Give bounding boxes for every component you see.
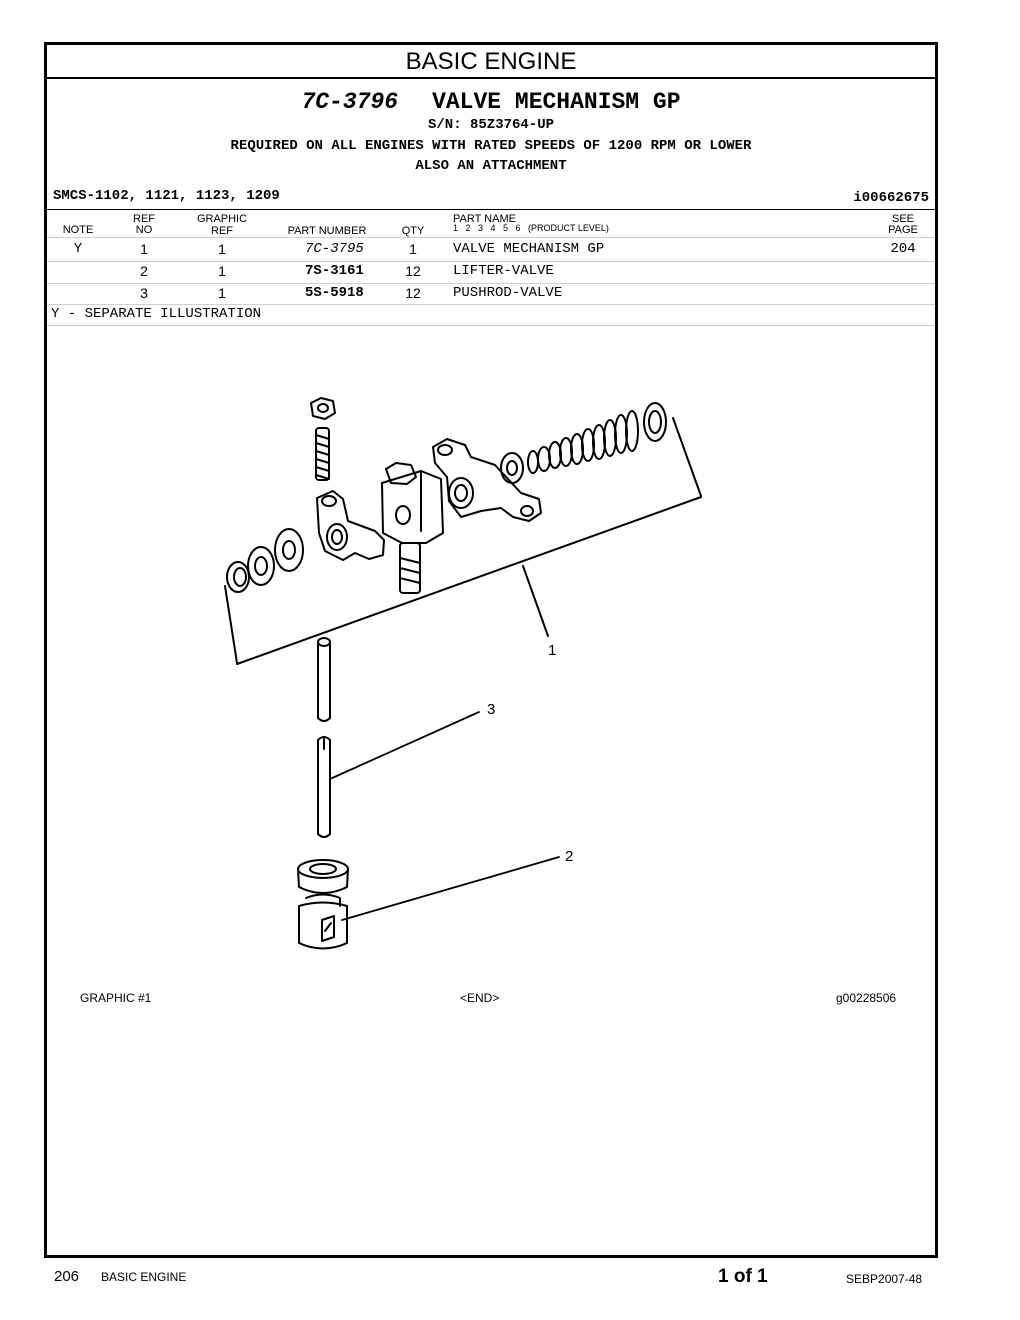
table-row-1-qty: 1 (409, 241, 417, 257)
group-name: VALVE MECHANISM GP (432, 89, 681, 115)
section-title: BASIC ENGINE (47, 45, 935, 79)
graphic-end-marker: <END> (460, 991, 500, 1005)
attachment-note: ALSO AN ATTACHMENT (415, 158, 567, 174)
callout-3: 3 (487, 701, 495, 718)
rocker-arm-icon (432, 438, 542, 522)
serial-number: S/N: 85Z3764-UP (427, 117, 555, 133)
callout-1: 1 (548, 642, 556, 659)
washer-icon (643, 402, 667, 442)
spring-icon (527, 410, 639, 474)
table-row-1-ref: 1 (140, 241, 148, 257)
rocker-arm-icon (316, 490, 385, 561)
row-divider (47, 283, 935, 284)
table-row-3-ref: 3 (140, 285, 148, 301)
group-part-number: 7C-3796 (301, 89, 399, 115)
graphic-id: g00228506 (836, 991, 897, 1005)
table-row-3-graphic: 1 (218, 285, 226, 301)
col-qty: QTY (401, 225, 425, 237)
row-divider (47, 261, 935, 262)
table-row-2-part-name: LIFTER-VALVE (453, 263, 554, 279)
assembly-bracket (224, 417, 702, 665)
callout-2: 2 (565, 848, 573, 865)
valve-lifter-icon (297, 859, 349, 950)
table-row-1-note: Y (73, 241, 83, 257)
col-see-top: SEE (891, 213, 914, 225)
table-row-1-see-page: 204 (890, 241, 916, 257)
table-row-2-part-number: 7S-3161 (305, 263, 364, 279)
table-row-3-part-name: PUSHROD-VALVE (453, 285, 563, 301)
col-ref-bottom: NO (135, 224, 153, 236)
leader-line-3 (329, 711, 480, 780)
col-part-name: PART NAME (453, 213, 516, 225)
exploded-parts-illustration: 1 3 2 (224, 397, 702, 950)
page-number: 206 (54, 1268, 80, 1285)
col-see-bottom: PAGE (888, 224, 918, 236)
col-ref-top: REF (133, 213, 155, 225)
table-row-2-qty: 12 (405, 263, 421, 279)
table-row-2-graphic: 1 (218, 263, 226, 279)
row-divider (47, 304, 935, 305)
table-row-2-ref: 2 (140, 263, 148, 279)
table-row-3-part-number: 5S-5918 (305, 285, 364, 301)
graphic-label: GRAPHIC #1 (80, 991, 152, 1005)
document-id: i00662675 (853, 190, 929, 206)
footnote: Y - SEPARATE ILLUSTRATION (51, 306, 262, 322)
requirement-note: REQUIRED ON ALL ENGINES WITH RATED SPEED… (230, 138, 752, 154)
washer-icon (226, 528, 304, 593)
col-product-levels: 1 2 3 4 5 6 (PRODUCT LEVEL) (453, 223, 609, 233)
row-divider (47, 325, 935, 326)
group-title: 7C-3796 VALVE MECHANISM GP (47, 89, 935, 115)
row-divider (47, 237, 935, 238)
page-of-count: 1 of 1 (718, 1266, 768, 1287)
table-row-1-part-number: 7C-3795 (305, 241, 364, 257)
adjusting-screw-icon (310, 397, 336, 481)
col-note: NOTE (62, 224, 94, 236)
col-graphic-top: GRAPHIC (196, 213, 248, 225)
table-row-1-graphic: 1 (218, 241, 226, 257)
pushrod-icon (317, 637, 331, 838)
rocker-shaft-bracket-icon (381, 462, 444, 594)
footer-section: BASIC ENGINE (101, 1270, 187, 1284)
publication-number: SEBP2007-48 (846, 1272, 923, 1286)
table-row-3-qty: 12 (405, 285, 421, 301)
washer-icon (500, 452, 524, 484)
col-graphic-bottom: REF (211, 225, 233, 237)
leader-line-2 (341, 856, 560, 921)
table-row-1-part-name: VALVE MECHANISM GP (453, 241, 605, 257)
smcs-codes: SMCS-1102, 1121, 1123, 1209 (53, 188, 280, 204)
header-divider (47, 209, 935, 210)
col-part-number: PART NUMBER (287, 225, 367, 237)
